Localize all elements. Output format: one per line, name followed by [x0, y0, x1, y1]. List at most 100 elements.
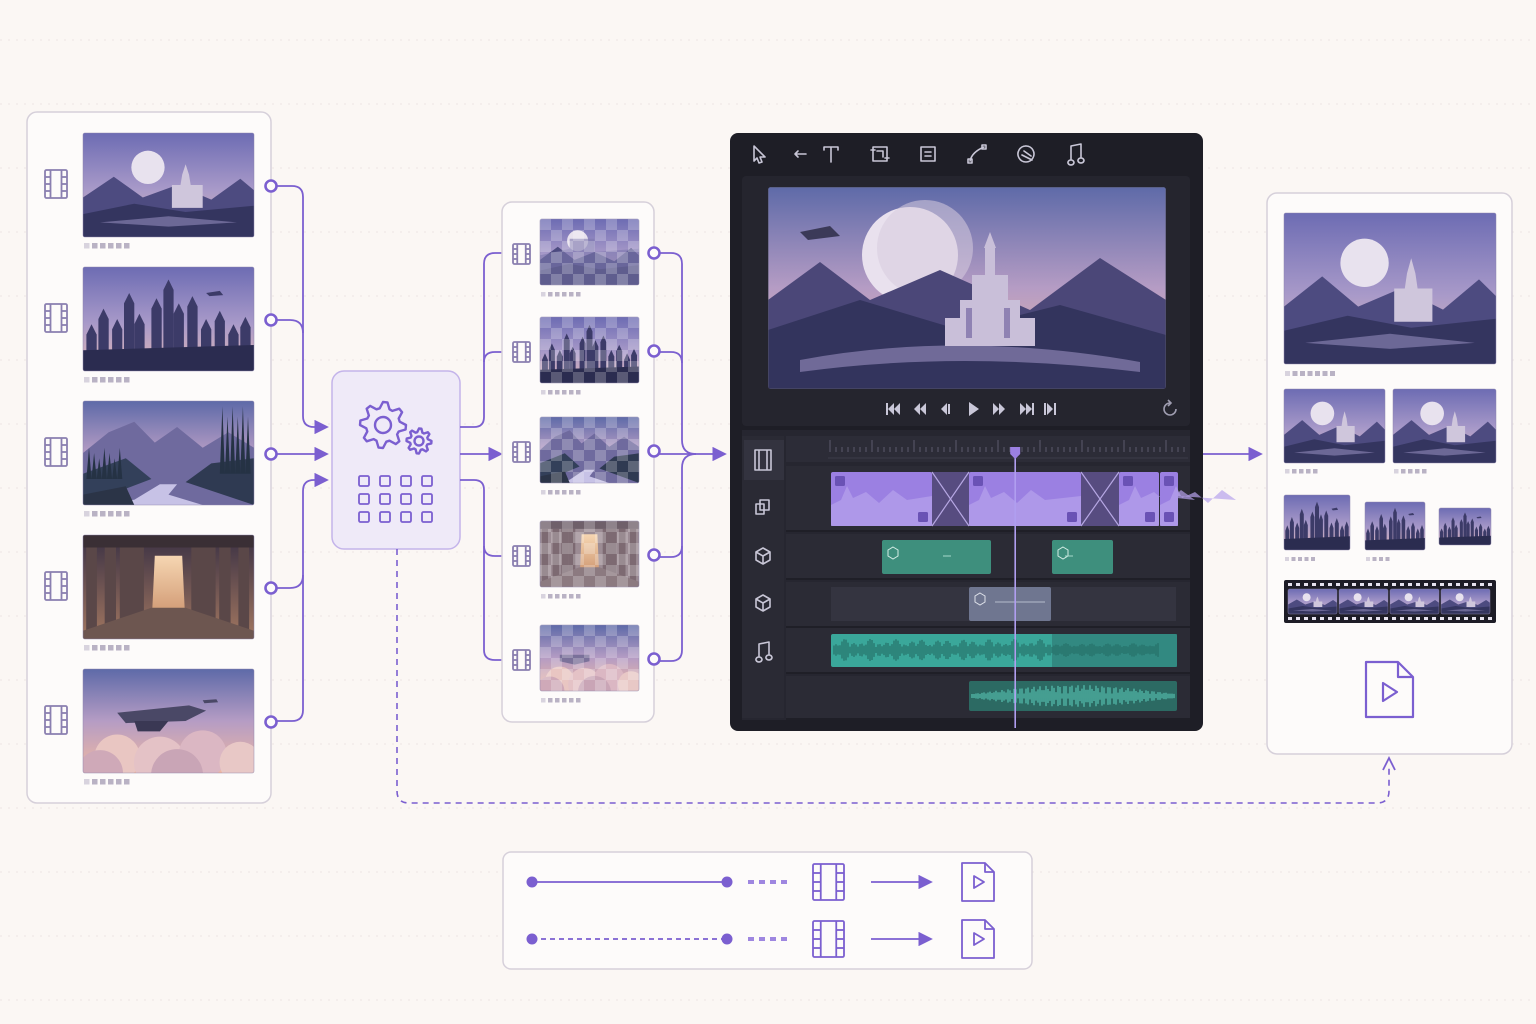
- frame-clip[interactable]: [512, 416, 640, 495]
- connector-port[interactable]: [264, 447, 278, 461]
- connector-port[interactable]: [647, 344, 661, 358]
- cube-icon[interactable]: [755, 547, 771, 565]
- legend-row-dashed: [526, 919, 995, 959]
- grid-icon: [358, 475, 433, 523]
- feedback-loop-connector: [396, 549, 1390, 804]
- video-clip[interactable]: [969, 472, 1081, 526]
- audio-clip[interactable]: [831, 634, 1177, 667]
- frame-thumbnail: [539, 520, 640, 588]
- transition[interactable]: [1080, 471, 1120, 527]
- path-icon[interactable]: [967, 144, 987, 164]
- skip-end-icon[interactable]: [1044, 403, 1056, 415]
- crop-icon[interactable]: [870, 146, 890, 162]
- frames-connectors: [654, 252, 727, 662]
- connector-port[interactable]: [647, 246, 661, 260]
- frame-clip[interactable]: [512, 316, 640, 395]
- output-thumbnail: [1438, 507, 1492, 546]
- cursor-icon[interactable]: [753, 145, 766, 164]
- connector-port[interactable]: [647, 652, 661, 666]
- film-icon: [512, 441, 531, 463]
- output-render[interactable]: [1438, 507, 1492, 546]
- video-editor: [730, 133, 1236, 731]
- legend-panel: [502, 851, 1033, 970]
- frame-clip[interactable]: [512, 624, 644, 709]
- source-ports: [264, 179, 278, 729]
- frame-clip[interactable]: [512, 520, 640, 599]
- timeline-ruler: [786, 436, 1190, 462]
- thumbnail-caption: [84, 511, 130, 517]
- thumbnail-caption: [84, 377, 130, 383]
- thumbnail-caption: [541, 594, 581, 599]
- fast-forward-icon[interactable]: [1020, 403, 1034, 415]
- rewind-icon[interactable]: [914, 403, 926, 415]
- output-render[interactable]: [1283, 388, 1386, 474]
- arrow-left-icon[interactable]: [794, 150, 807, 158]
- thumbnail-caption: [541, 698, 581, 703]
- frame-thumbnail: [539, 624, 640, 692]
- thumbnail-caption: [1285, 371, 1335, 376]
- object-clip[interactable]: [882, 540, 991, 574]
- skip-start-icon[interactable]: [886, 403, 900, 415]
- output-render[interactable]: [1283, 494, 1351, 561]
- music-icon[interactable]: [755, 641, 773, 663]
- play-icon[interactable]: [969, 402, 979, 416]
- step-forward-icon[interactable]: [993, 403, 1005, 415]
- connector-port[interactable]: [647, 444, 661, 458]
- thumbnail-caption: [541, 390, 581, 395]
- preview-image: [768, 187, 1166, 389]
- video-clip[interactable]: [1119, 472, 1195, 526]
- source-clip[interactable]: [44, 132, 255, 249]
- thumbnail-caption: [84, 645, 130, 651]
- source-clip[interactable]: [44, 534, 255, 651]
- film-icon: [44, 437, 68, 467]
- filmstrip-frame: [1287, 588, 1338, 615]
- connector-port[interactable]: [264, 715, 278, 729]
- shape-icon[interactable]: [1017, 145, 1035, 163]
- step-back-icon[interactable]: [941, 403, 950, 415]
- frame-thumbnail: [539, 316, 640, 384]
- output-thumbnail: [1283, 212, 1497, 365]
- filmstrip-frame: [1338, 588, 1389, 615]
- filmstrip-frame: [1440, 588, 1491, 615]
- text-icon[interactable]: [823, 146, 839, 163]
- connector-port[interactable]: [264, 581, 278, 595]
- film-icon: [512, 243, 531, 265]
- film-icon[interactable]: [744, 440, 784, 480]
- film-icon: [812, 863, 845, 901]
- frame-clip[interactable]: [512, 218, 640, 297]
- thumbnail-caption: [84, 779, 130, 785]
- processor-node[interactable]: [331, 370, 461, 550]
- video-clip[interactable]: [1160, 472, 1236, 526]
- connector-port[interactable]: [264, 179, 278, 193]
- transform-icon[interactable]: [920, 146, 936, 162]
- film-icon: [44, 705, 68, 735]
- loop-icon[interactable]: [1163, 399, 1177, 416]
- output-render[interactable]: [1364, 501, 1426, 561]
- connector-port[interactable]: [264, 313, 278, 327]
- source-thumbnail: [82, 266, 255, 372]
- video-clip[interactable]: [831, 472, 932, 526]
- transition[interactable]: [931, 471, 970, 527]
- output-render[interactable]: [1392, 388, 1497, 474]
- connector-port[interactable]: [647, 548, 661, 562]
- frame-thumbnail: [539, 218, 640, 286]
- cube-icon[interactable]: [755, 594, 771, 612]
- layers-icon[interactable]: [755, 499, 770, 515]
- film-icon: [512, 545, 531, 567]
- source-clip[interactable]: [44, 266, 255, 383]
- source-clip[interactable]: [44, 400, 255, 517]
- timeline-tracks: [786, 466, 1236, 720]
- video-file-icon: [961, 862, 995, 902]
- audio-clip[interactable]: [969, 681, 1177, 711]
- music-icon[interactable]: [1067, 143, 1085, 166]
- frame-thumbnail: [539, 416, 640, 484]
- source-clip[interactable]: [44, 668, 261, 801]
- object-clip[interactable]: [1052, 540, 1113, 574]
- output-render[interactable]: [1283, 212, 1497, 376]
- source-thumbnail: [82, 668, 255, 774]
- gears-icon: [358, 400, 433, 455]
- object-clip[interactable]: [831, 587, 1176, 621]
- playhead[interactable]: [1010, 447, 1021, 728]
- feedback-arrow: [1382, 755, 1396, 771]
- video-file-icon[interactable]: [1364, 660, 1415, 719]
